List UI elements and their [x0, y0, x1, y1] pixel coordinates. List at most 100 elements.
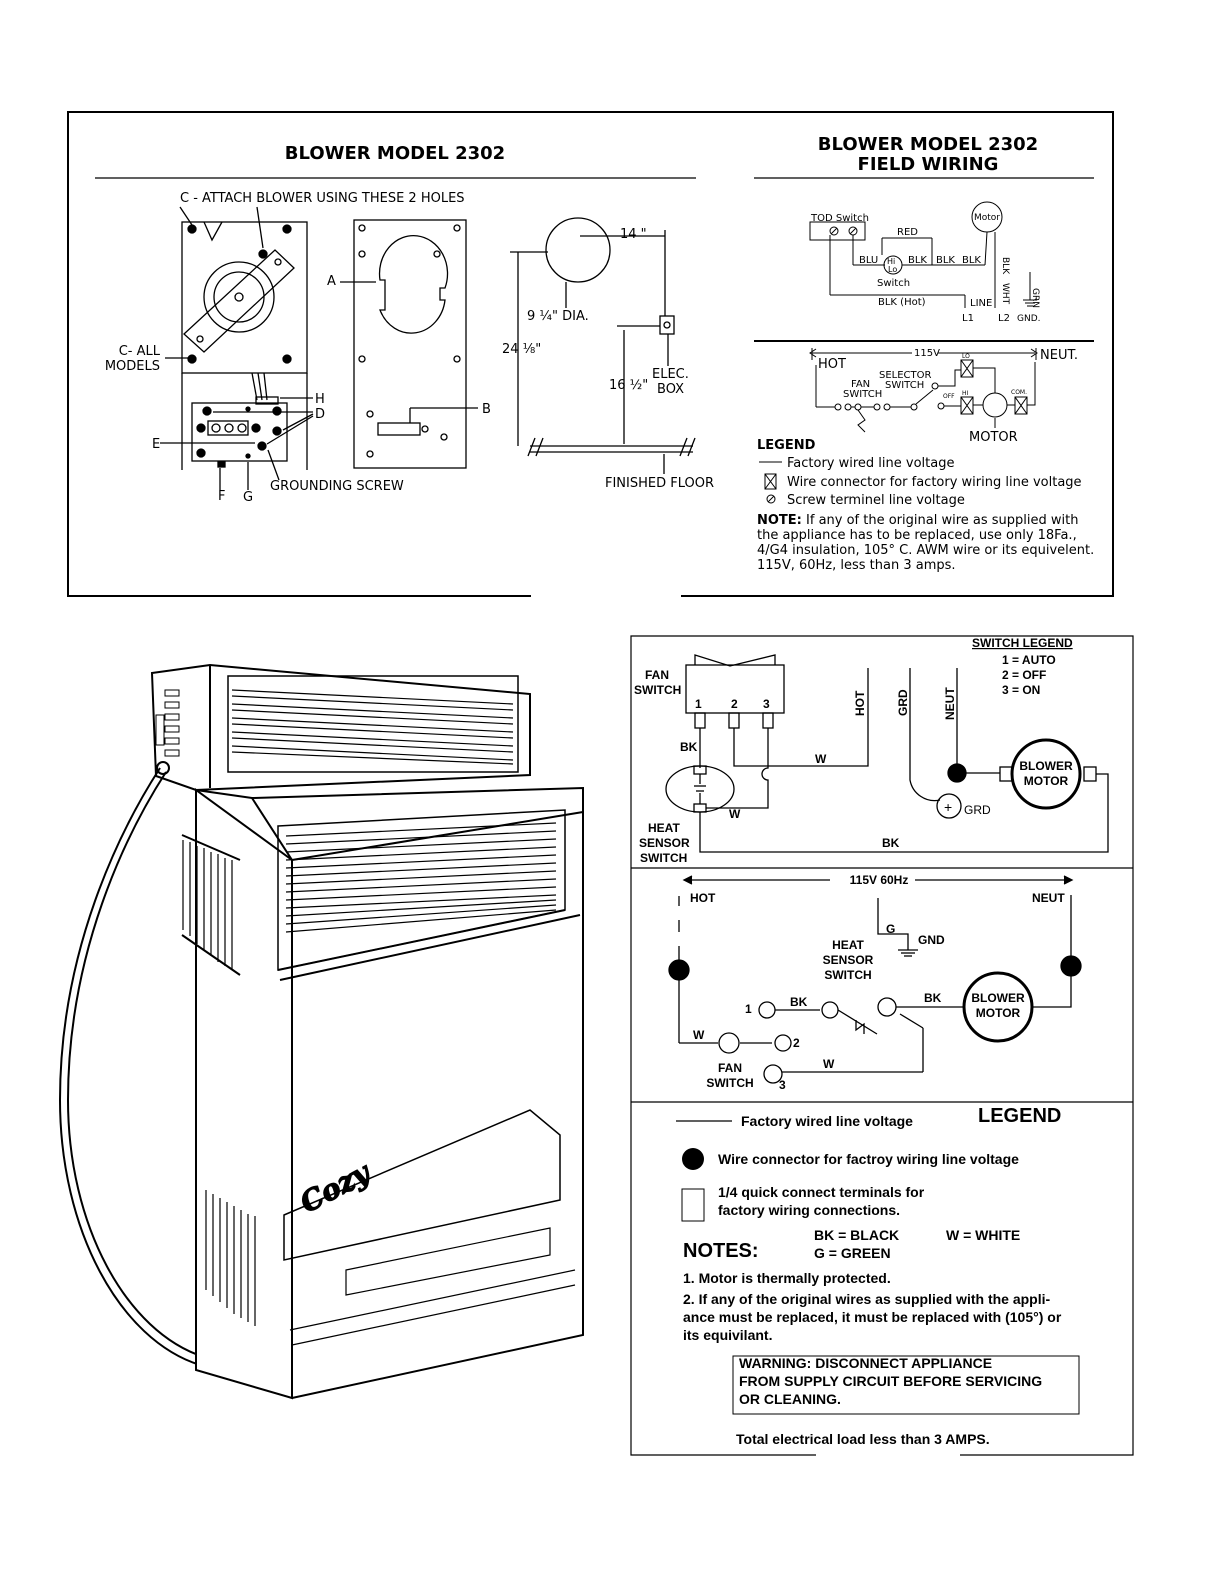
heat-sensor-b3: SWITCH [824, 968, 871, 982]
bk-label-4: BK [924, 991, 942, 1005]
field-wiring-title-1: BLOWER MODEL 2302 [818, 134, 1038, 155]
motor-label: Motor [974, 213, 1000, 223]
wiring-schematic-middle [668, 875, 1082, 1084]
switch-legend-title: SWITCH LEGEND [972, 636, 1073, 650]
blower-motor-b2: MOTOR [976, 1006, 1021, 1020]
blower-drawing [160, 206, 696, 490]
legend-line-text: Factory wired line voltage [741, 1113, 913, 1129]
blower-motor-1: BLOWER [1019, 759, 1073, 773]
hot-vertical: HOT [853, 690, 867, 716]
hi-terminal-label: HI [962, 390, 969, 397]
warning-3: OR CLEANING. [739, 1391, 841, 1407]
bk-black: BK = BLACK [814, 1227, 899, 1243]
dim-14: 14 " [620, 227, 647, 242]
switch-label: Switch [877, 278, 910, 289]
line-label: LINE [970, 298, 992, 309]
note-text-4: 115V, 60Hz, less than 3 amps. [757, 558, 956, 573]
legend-box-text-2: factory wiring connections. [718, 1202, 900, 1218]
legend-box-text-1: 1/4 quick connect terminals for [718, 1184, 925, 1200]
bk-label-3: BK [790, 995, 808, 1009]
wiring-panel-frame [630, 635, 1134, 1456]
dim-16: 16 ½" [609, 378, 648, 393]
heat-sensor-3: SWITCH [640, 851, 687, 865]
blk-label-2: BLK [936, 255, 955, 266]
label-c-all: C- ALL [119, 344, 161, 359]
fan-label: FAN [645, 668, 669, 682]
note-2a: 2. If any of the original wires as suppl… [683, 1291, 1051, 1307]
legend-item-3: Screw terminel line voltage [787, 493, 965, 508]
label-box: BOX [657, 382, 684, 397]
warning-1: WARNING: DISCONNECT APPLIANCE [739, 1355, 992, 1371]
w-label-3: W [693, 1028, 705, 1042]
neut-label: NEUT. [1040, 348, 1078, 363]
grd-vertical: GRD [896, 689, 910, 716]
terminal-3b: 3 [779, 1078, 786, 1092]
legend-dot-text: Wire connector for factroy wiring line v… [718, 1151, 1019, 1167]
label-c-models: MODELS [105, 359, 160, 374]
heat-sensor-1: HEAT [648, 821, 680, 835]
grd-label: GRD [964, 803, 991, 817]
blk-label-1: BLK [908, 255, 927, 266]
note-text-1: NOTE: If any of the original wire as sup… [757, 513, 1078, 528]
label-g: G [243, 490, 253, 505]
blower-model-title: BLOWER MODEL 2302 [285, 143, 505, 164]
heat-sensor-b1: HEAT [832, 938, 864, 952]
heater-illustration [58, 663, 584, 1400]
blu-label: BLU [859, 255, 878, 266]
l2-label: L2 [998, 313, 1010, 324]
switch-legend-3: 3 = ON [1002, 683, 1040, 697]
w-label-4: W [823, 1057, 835, 1071]
label-elec: ELEC. [652, 367, 689, 382]
legend-notes-section: Factory wired line voltage LEGEND Wire c… [676, 1105, 1080, 1447]
total-load: Total electrical load less than 3 AMPS. [736, 1431, 990, 1447]
terminal-3: 3 [763, 697, 770, 711]
hi-label: Hi [887, 257, 895, 266]
wiring-schematic-middle-labels: 115V 60Hz HOT NEUT G GND HEAT SENSOR SWI… [690, 873, 1065, 1092]
label-f: F [218, 489, 225, 504]
label-h: H [315, 392, 325, 407]
fan-label-b: FAN [718, 1061, 742, 1075]
gnd-label: GND. [1017, 314, 1041, 324]
note-rest: If any of the original wire as supplied … [802, 513, 1079, 528]
field-wiring-lines [759, 201, 1038, 504]
fan-label: FAN [851, 379, 870, 390]
terminal-1: 1 [695, 697, 702, 711]
terminal-2b: 2 [793, 1036, 800, 1050]
wiring-schematic-top [665, 654, 1109, 853]
label-grounding-screw: GROUNDING SCREW [270, 479, 404, 494]
selector-label: SELECTOR [879, 370, 932, 381]
heat-sensor-b2: SENSOR [823, 953, 874, 967]
warning-2: FROM SUPPLY CIRCUIT BEFORE SERVICING [739, 1373, 1042, 1389]
label-finished-floor: FINISHED FLOOR [605, 476, 714, 491]
note-bold: NOTE: [757, 513, 802, 528]
terminal-2: 2 [731, 697, 738, 711]
note-2c: its equivilant. [683, 1327, 772, 1343]
bk-label-2: BK [882, 836, 900, 850]
grn-vertical-label: GRN [1030, 288, 1040, 308]
g-green: G = GREEN [814, 1245, 891, 1261]
field-wiring-title-2: FIELD WIRING [858, 154, 999, 175]
label-a: A [327, 274, 336, 289]
wht-vertical-label: WHT [1000, 283, 1010, 305]
note-text-3: 4/G4 insulation, 105° C. AWM wire or its… [757, 543, 1094, 558]
motor-2-label: MOTOR [969, 430, 1018, 445]
lo-label: Lo [888, 265, 897, 274]
label-e: E [152, 437, 160, 452]
w-white: W = WHITE [946, 1227, 1020, 1243]
note-2b: ance must be replaced, it must be replac… [683, 1309, 1062, 1325]
blower-motor-2: MOTOR [1024, 774, 1069, 788]
w-label-2: W [729, 807, 741, 821]
neut-vertical: NEUT [943, 687, 957, 720]
switch-legend-1: 1 = AUTO [1002, 653, 1056, 667]
fan-switch-label: SWITCH [843, 389, 882, 400]
tod-switch-label: TOD Switch [810, 213, 869, 224]
dim-diameter: 9 ¼" DIA. [527, 309, 589, 324]
lo-terminal-label: LO [962, 353, 970, 360]
field-wiring-diagram: BLOWER MODEL 2302 FIELD WIRING TOD Switc… [757, 134, 1094, 573]
hot-label: HOT [690, 891, 716, 905]
label-b: B [482, 402, 491, 417]
fan-switch-label-b: SWITCH [706, 1076, 753, 1090]
selector-switch-label: SWITCH [885, 380, 924, 391]
label-d: D [315, 407, 325, 422]
